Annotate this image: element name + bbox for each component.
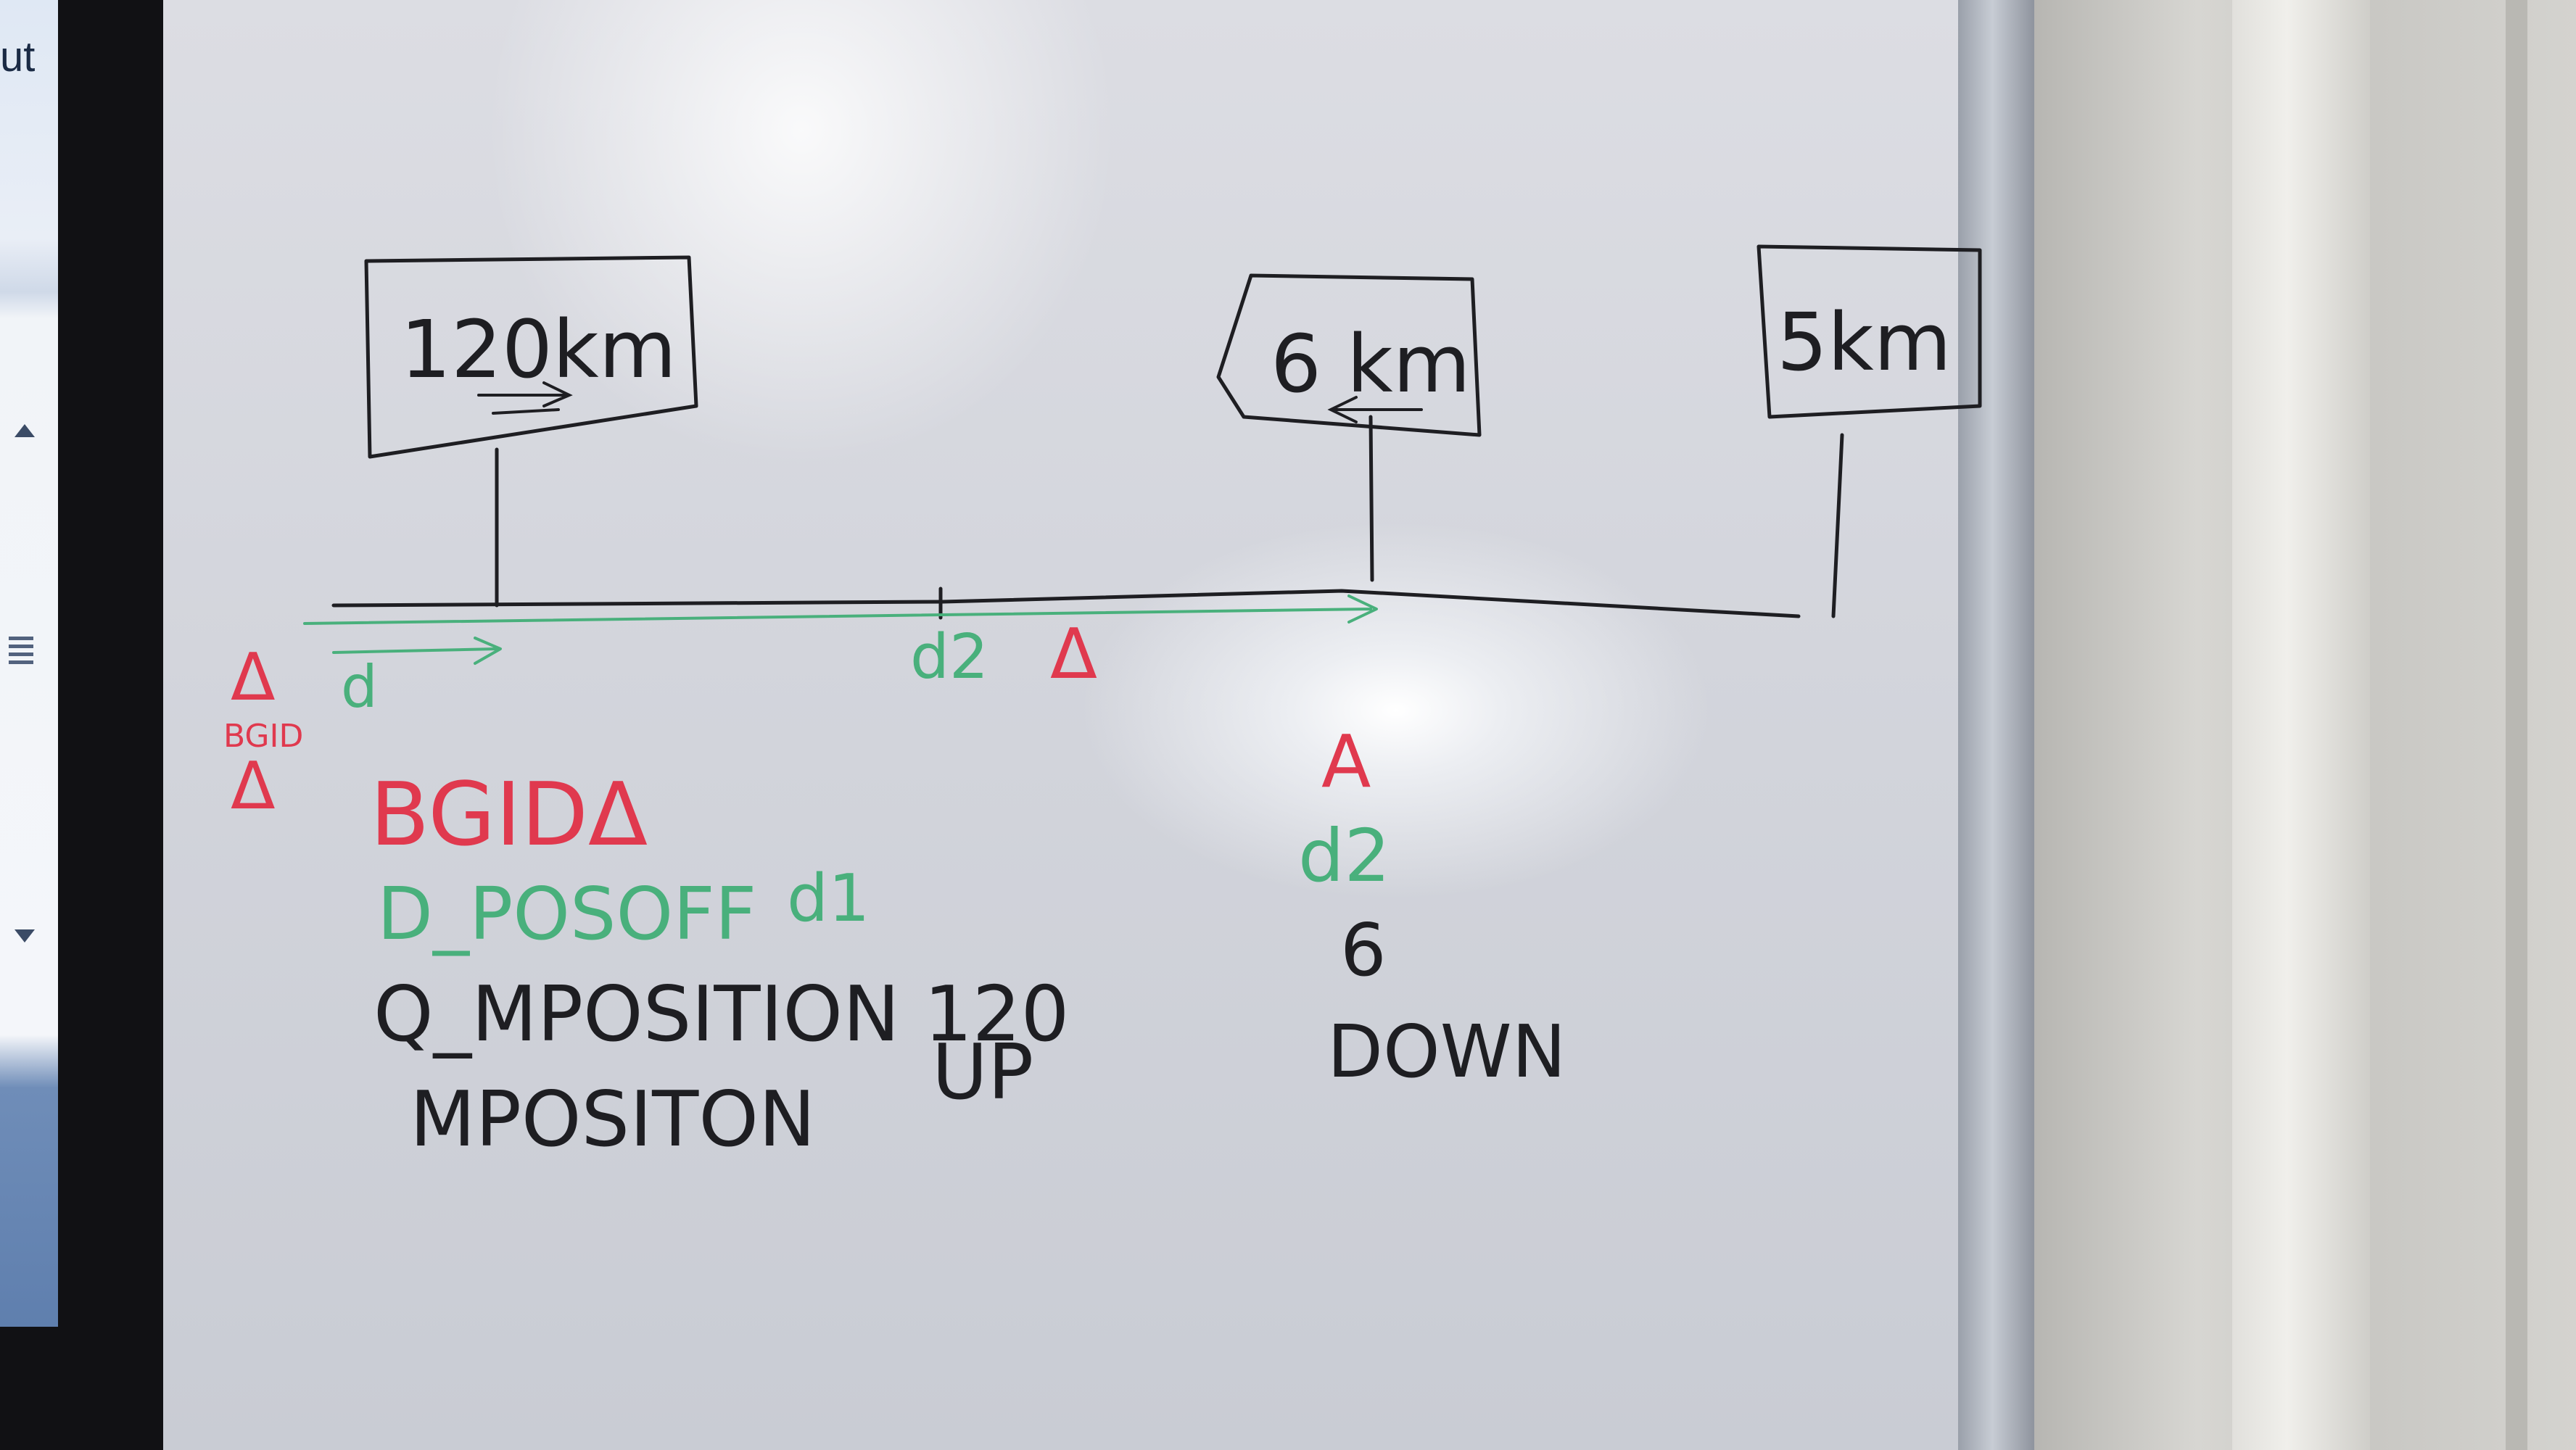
whiteboard xyxy=(163,0,2034,1450)
sign-5km-box xyxy=(1756,244,1982,419)
sign-5km-label: 5km xyxy=(1777,296,1952,389)
whiteboard-frame xyxy=(1958,0,2034,1450)
door-frame xyxy=(2506,0,2527,1450)
sign-120km-box xyxy=(364,255,698,459)
note-down: DOWN xyxy=(1327,1009,1566,1094)
note-d-posoff-d1: d1 xyxy=(787,861,870,937)
door-edge xyxy=(2232,0,2370,1450)
d1-label: d xyxy=(341,653,378,721)
note-up: UP xyxy=(932,1028,1033,1116)
sign-120km-arrow xyxy=(477,381,573,415)
sign-120km-label: 120km xyxy=(400,303,677,396)
sign-5km-post xyxy=(1831,433,1844,618)
sign-6km-arrow xyxy=(1327,396,1423,423)
d2-label: d2 xyxy=(910,621,988,693)
note-d-posoff: D_POSOFF xyxy=(377,871,756,956)
bgid-small-label: BGID xyxy=(223,718,303,755)
sign-6km-box xyxy=(1216,273,1482,437)
d2-arrow xyxy=(303,594,1378,625)
note-mpositon: MPOSITON xyxy=(410,1075,816,1164)
sign-6km-label: 6 km xyxy=(1271,318,1471,410)
delta-mid-label: Δ xyxy=(1050,615,1097,695)
scroll-down-icon[interactable] xyxy=(15,929,35,942)
scroll-up-icon[interactable] xyxy=(15,424,35,437)
note-bgid-delta: BGIDΔ xyxy=(370,765,648,866)
track-line xyxy=(331,589,1801,618)
sign-6km-post xyxy=(1368,415,1374,582)
note-d2: d2 xyxy=(1298,813,1390,898)
note-q-mposition: Q_MPOSITION 120 xyxy=(373,970,1069,1058)
note-6: 6 xyxy=(1340,908,1387,993)
scrollbar-grip-icon[interactable] xyxy=(9,637,33,666)
monitor-text: ut xyxy=(0,33,36,80)
monitor-screen: ut xyxy=(0,0,58,1327)
note-a: A xyxy=(1321,719,1371,804)
delta-left-bottom-label: Δ xyxy=(231,748,276,824)
delta-left-top-label: Δ xyxy=(231,639,276,716)
d1-arrow xyxy=(332,637,502,665)
